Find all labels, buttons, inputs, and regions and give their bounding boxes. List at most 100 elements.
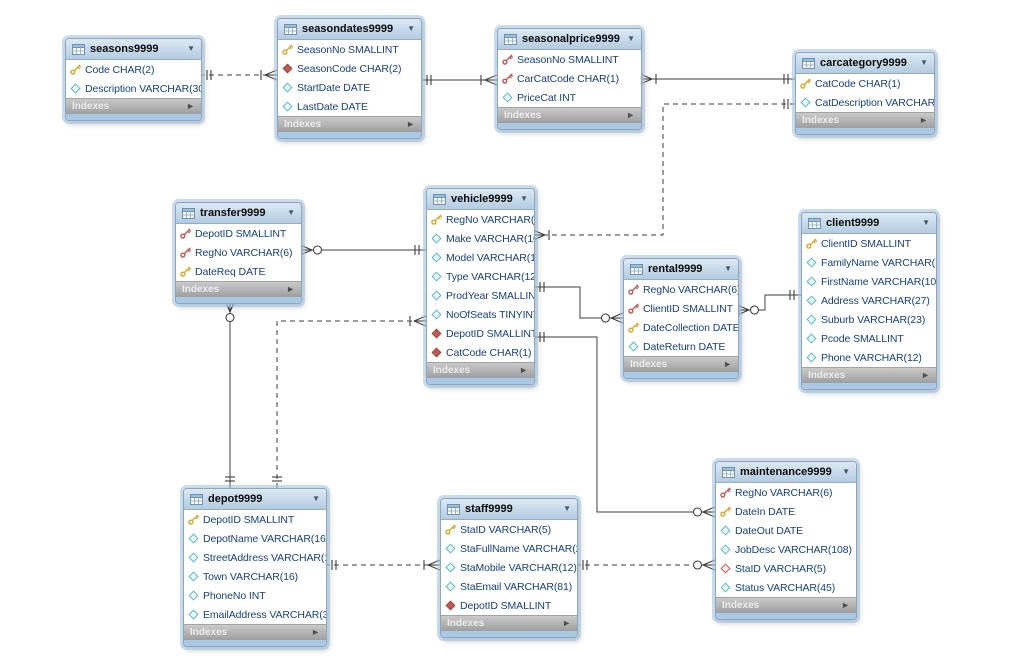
collapse-arrow-icon[interactable]: ▼	[563, 504, 571, 513]
column-row[interactable]: DepotName VARCHAR(16)	[184, 529, 326, 548]
column-row[interactable]: DepotID SMALLINT	[427, 324, 534, 343]
column-row[interactable]: Address VARCHAR(27)	[802, 291, 936, 310]
indexes-footer[interactable]: Indexes►	[802, 367, 936, 383]
expand-arrow-icon[interactable]: ►	[841, 600, 850, 610]
column-row[interactable]: SeasonCode CHAR(2)	[278, 59, 421, 78]
column-row[interactable]: RegNo VARCHAR(6)	[427, 210, 534, 229]
column-row[interactable]: EmailAddress VARCHAR(38)	[184, 605, 326, 624]
expand-arrow-icon[interactable]: ►	[921, 370, 930, 380]
expand-arrow-icon[interactable]: ►	[626, 110, 635, 120]
expand-arrow-icon[interactable]: ►	[186, 101, 195, 111]
column-row[interactable]: DateReturn DATE	[624, 337, 738, 356]
table-header-vehicle9999[interactable]: vehicle9999▼	[427, 189, 534, 210]
relationship-carcategory9999-vehicle9999[interactable]	[532, 99, 795, 241]
column-row[interactable]: DateReq DATE	[176, 262, 301, 281]
collapse-arrow-icon[interactable]: ▼	[922, 218, 930, 227]
expand-arrow-icon[interactable]: ►	[723, 359, 732, 369]
expand-arrow-icon[interactable]: ►	[311, 627, 320, 637]
table-header-transfer9999[interactable]: transfer9999▼	[176, 203, 301, 224]
table-maintenance9999[interactable]: maintenance9999▼RegNo VARCHAR(6)DateIn D…	[715, 461, 857, 620]
indexes-footer[interactable]: Indexes►	[66, 98, 201, 114]
expand-arrow-icon[interactable]: ►	[562, 618, 571, 628]
column-row[interactable]: Description VARCHAR(30)	[66, 79, 201, 98]
table-seasons9999[interactable]: seasons9999▼Code CHAR(2)Description VARC…	[65, 38, 202, 121]
indexes-footer[interactable]: Indexes►	[624, 356, 738, 372]
column-row[interactable]: Suburb VARCHAR(23)	[802, 310, 936, 329]
column-row[interactable]: DepotID SMALLINT	[176, 224, 301, 243]
column-row[interactable]: FirstName VARCHAR(10)	[802, 272, 936, 291]
relationship-depot9999-vehicle9999[interactable]	[272, 315, 427, 488]
indexes-footer[interactable]: Indexes►	[176, 281, 301, 297]
relationship-vehicle9999-maintenance9999[interactable]	[533, 332, 716, 518]
column-row[interactable]: SeasonNo SMALLINT	[278, 40, 421, 59]
column-row[interactable]: StreetAddress VARCHAR(16)	[184, 548, 326, 567]
indexes-footer[interactable]: Indexes►	[278, 116, 421, 132]
column-row[interactable]: Phone VARCHAR(12)	[802, 348, 936, 367]
indexes-footer[interactable]: Indexes►	[441, 615, 577, 631]
relationship-vehicle9999-transfer9999[interactable]	[299, 244, 426, 256]
column-row[interactable]: StaMobile VARCHAR(12)	[441, 558, 577, 577]
table-header-seasondates9999[interactable]: seasondates9999▼	[278, 19, 421, 40]
indexes-footer[interactable]: Indexes►	[498, 107, 641, 123]
column-row[interactable]: RegNo VARCHAR(6)	[176, 243, 301, 262]
column-row[interactable]: DepotID SMALLINT	[441, 596, 577, 615]
collapse-arrow-icon[interactable]: ▼	[627, 34, 635, 43]
collapse-arrow-icon[interactable]: ▼	[520, 194, 528, 203]
column-row[interactable]: JobDesc VARCHAR(108)	[716, 540, 856, 559]
relationship-staff9999-maintenance9999[interactable]	[576, 559, 716, 571]
column-row[interactable]: RegNo VARCHAR(6)	[716, 483, 856, 502]
column-row[interactable]: DepotID SMALLINT	[184, 510, 326, 529]
relationship-seasondates9999-seasonalprice9999[interactable]	[420, 74, 498, 86]
column-row[interactable]: LastDate DATE	[278, 97, 421, 116]
column-row[interactable]: Town VARCHAR(16)	[184, 567, 326, 586]
column-row[interactable]: Make VARCHAR(10)	[427, 229, 534, 248]
column-row[interactable]: Type VARCHAR(12)	[427, 267, 534, 286]
column-row[interactable]: PhoneNo INT	[184, 586, 326, 605]
column-row[interactable]: ClientID SMALLINT	[624, 299, 738, 318]
relationship-depot9999-staff9999[interactable]	[325, 559, 441, 571]
expand-arrow-icon[interactable]: ►	[919, 115, 928, 125]
table-header-seasons9999[interactable]: seasons9999▼	[66, 39, 201, 60]
collapse-arrow-icon[interactable]: ▼	[724, 264, 732, 273]
collapse-arrow-icon[interactable]: ▼	[287, 208, 295, 217]
indexes-footer[interactable]: Indexes►	[796, 112, 934, 128]
column-row[interactable]: DateCollection DATE	[624, 318, 738, 337]
column-row[interactable]: StaEmail VARCHAR(81)	[441, 577, 577, 596]
column-row[interactable]: StaID VARCHAR(5)	[716, 559, 856, 578]
table-carcategory9999[interactable]: carcategory9999▼CatCode CHAR(1)CatDescri…	[795, 52, 935, 135]
relationship-seasons9999-seasondates9999[interactable]	[200, 69, 278, 81]
table-staff9999[interactable]: staff9999▼StaID VARCHAR(5)StaFullName VA…	[440, 498, 578, 638]
column-row[interactable]: PriceCat INT	[498, 88, 641, 107]
indexes-footer[interactable]: Indexes►	[427, 362, 534, 378]
column-row[interactable]: StaID VARCHAR(5)	[441, 520, 577, 539]
table-header-carcategory9999[interactable]: carcategory9999▼	[796, 53, 934, 74]
table-header-staff9999[interactable]: staff9999▼	[441, 499, 577, 520]
column-row[interactable]: DateIn DATE	[716, 502, 856, 521]
table-header-depot9999[interactable]: depot9999▼	[184, 489, 326, 510]
table-header-seasonalprice9999[interactable]: seasonalprice9999▼	[498, 29, 641, 50]
column-row[interactable]: ClientID SMALLINT	[802, 234, 936, 253]
column-row[interactable]: SeasonNo SMALLINT	[498, 50, 641, 69]
column-row[interactable]: Model VARCHAR(11)	[427, 248, 534, 267]
collapse-arrow-icon[interactable]: ▼	[842, 467, 850, 476]
expand-arrow-icon[interactable]: ►	[519, 365, 528, 375]
column-row[interactable]: Code CHAR(2)	[66, 60, 201, 79]
column-row[interactable]: ProdYear SMALLINT	[427, 286, 534, 305]
column-row[interactable]: Status VARCHAR(45)	[716, 578, 856, 597]
indexes-footer[interactable]: Indexes►	[716, 597, 856, 613]
collapse-arrow-icon[interactable]: ▼	[187, 44, 195, 53]
collapse-arrow-icon[interactable]: ▼	[920, 58, 928, 67]
column-row[interactable]: DateOut DATE	[716, 521, 856, 540]
column-row[interactable]: StartDate DATE	[278, 78, 421, 97]
column-row[interactable]: CatCode CHAR(1)	[427, 343, 534, 362]
column-row[interactable]: CarCatCode CHAR(1)	[498, 69, 641, 88]
column-row[interactable]: CatDescription VARCHAR(65)	[796, 93, 934, 112]
collapse-arrow-icon[interactable]: ▼	[407, 24, 415, 33]
column-row[interactable]: FamilyName VARCHAR(15)	[802, 253, 936, 272]
column-row[interactable]: Pcode SMALLINT	[802, 329, 936, 348]
